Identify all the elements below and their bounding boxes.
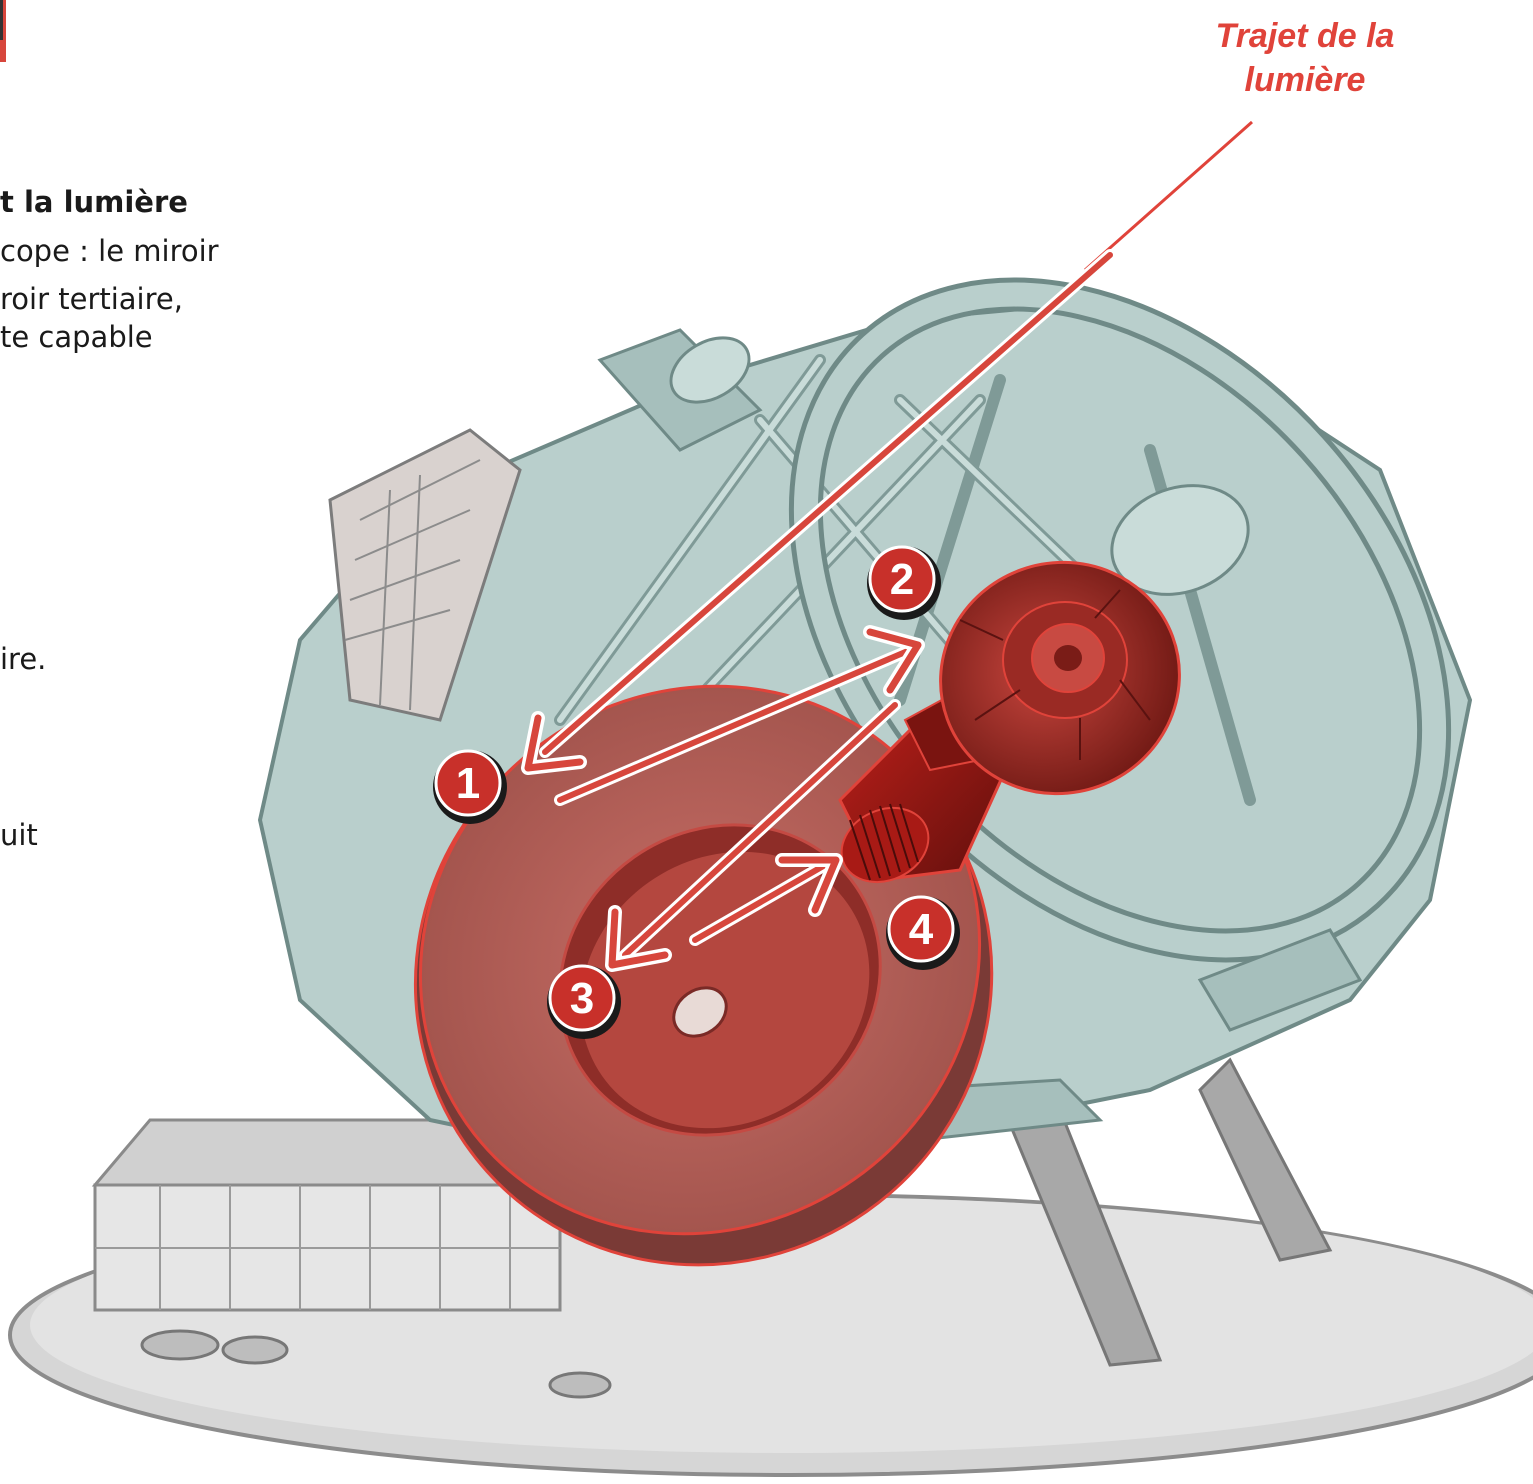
marker-3-number: 3 xyxy=(570,974,594,1023)
marker-4: 4 xyxy=(886,896,960,970)
incoming-light-ray xyxy=(1085,122,1252,270)
marker-4-number: 4 xyxy=(909,905,934,954)
marker-1: 1 xyxy=(433,750,507,824)
marker-1-number: 1 xyxy=(456,759,480,808)
marker-3: 3 xyxy=(547,965,621,1039)
marker-2: 2 xyxy=(867,546,941,620)
marker-2-number: 2 xyxy=(890,555,914,604)
